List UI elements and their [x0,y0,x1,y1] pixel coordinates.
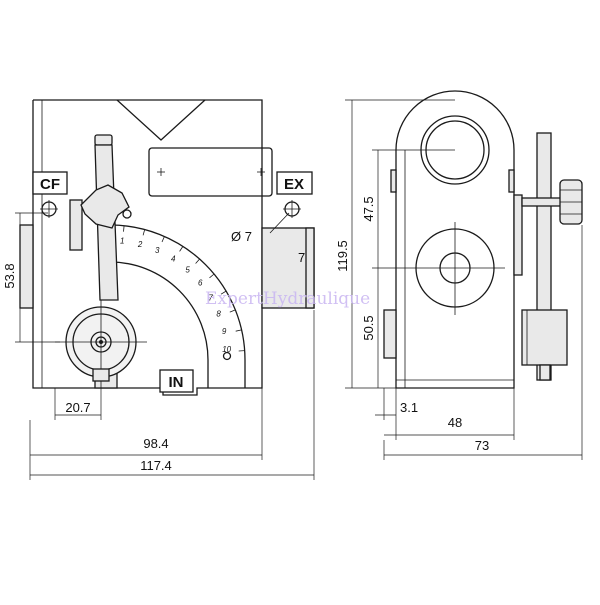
scale-tick [196,259,200,264]
dim-offset: 3.1 [375,388,418,420]
port-label-ex: EX [277,172,312,194]
scale-tick [143,230,145,236]
dim-upper: 47.5 [361,150,455,268]
svg-text:IN: IN [169,374,184,391]
scale-mark: 9 [222,327,227,336]
svg-text:EX: EX [284,176,304,193]
scale-mark: 6 [198,279,203,288]
scale-mark: 4 [171,255,176,264]
svg-text:CF: CF [40,176,60,193]
scale-tick [124,226,125,232]
svg-text:53.8: 53.8 [2,263,17,288]
valve-port [55,300,147,388]
svg-text:48: 48 [448,415,462,430]
scale-mark: 8 [216,310,221,319]
scale-tick [210,274,215,278]
scale-tick [180,246,183,251]
svg-text:50.5: 50.5 [361,315,376,340]
watermark: ExpertHydraulique [205,289,370,309]
scale-tick [230,310,236,312]
port-label-in: IN [160,370,193,392]
scale-mark: 1 [120,237,124,246]
svg-text:117.4: 117.4 [140,458,172,473]
dim-width-inner: 98.4 [30,388,262,460]
knob-icon[interactable] [81,185,129,228]
dim-port-offset: 20.7 [55,388,101,420]
scale-mark: 3 [155,246,160,255]
side-rod [522,133,582,380]
scale-mark: 5 [185,265,190,274]
side-dimension-label: 7 [298,250,305,265]
front-body [20,100,314,395]
svg-text:47.5: 47.5 [361,196,376,221]
hole-callout: Ø 7 [231,229,252,244]
side-view: 47.5 50.5 119.5 3.1 48 73 [335,91,582,460]
svg-text:98.4: 98.4 [143,436,168,451]
scale-tick [236,330,242,331]
port-label-cf: CF [33,172,67,194]
scale-mark: 2 [137,240,143,249]
svg-text:119.5: 119.5 [335,240,350,272]
scale-tick [162,237,164,243]
svg-text:73: 73 [475,438,489,453]
svg-text:20.7: 20.7 [65,400,90,415]
side-body [384,91,522,388]
svg-text:3.1: 3.1 [400,400,418,415]
lever [81,135,131,300]
dim-lower: 50.5 [361,268,378,388]
